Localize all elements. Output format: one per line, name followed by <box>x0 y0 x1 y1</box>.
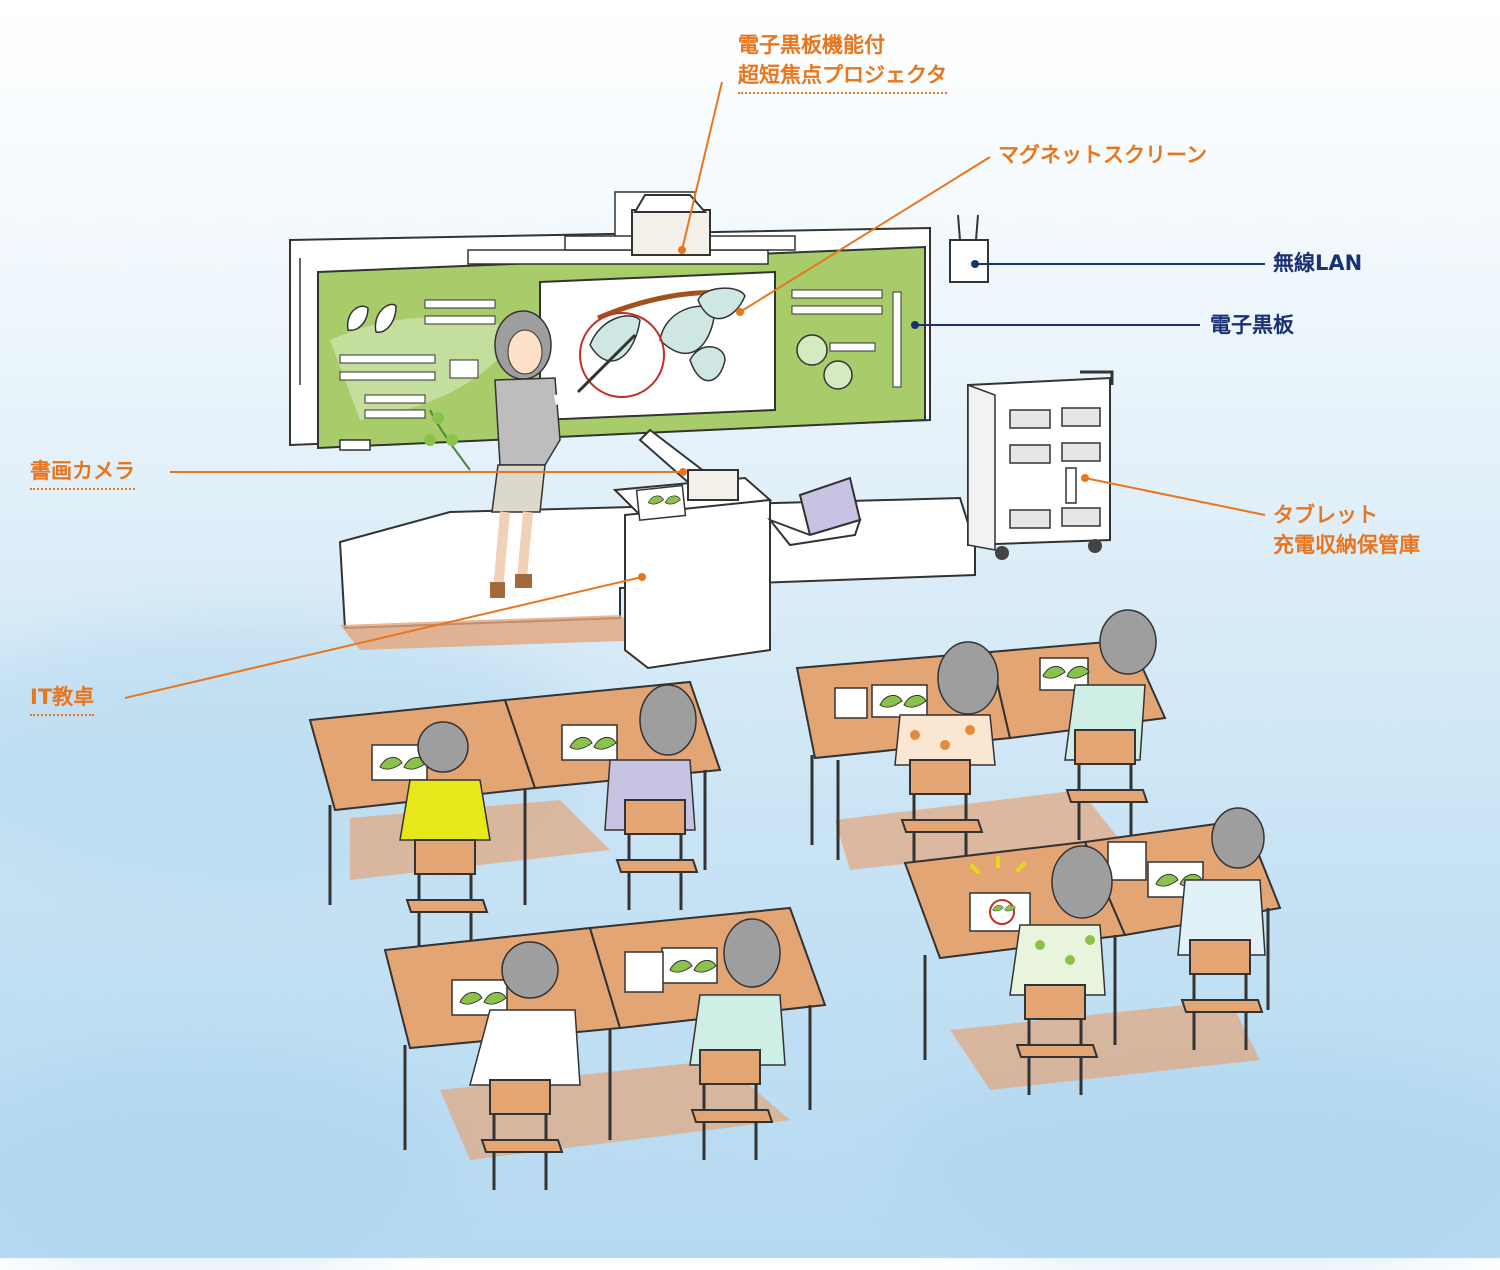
desk-group-right-front <box>795 609 1167 872</box>
teacher <box>424 310 637 598</box>
label-it-desk: IT教卓 <box>30 682 95 716</box>
document-camera <box>638 428 739 501</box>
wifi-router-icon <box>949 214 989 283</box>
laptop <box>766 476 862 547</box>
label-tablet-cabinet: タブレット 充電収納保管庫 <box>1273 500 1420 560</box>
desk-group-right-back <box>903 807 1282 1097</box>
it-desk <box>612 476 773 670</box>
label-projector: 電子黒板機能付 超短焦点プロジェクタ <box>738 30 948 94</box>
magnet-screen <box>539 270 776 422</box>
background-wash <box>0 1050 450 1270</box>
label-document-camera: 書画カメラ <box>30 456 135 490</box>
label-wireless-lan: 無線LAN <box>1273 251 1363 275</box>
desk-group-left-back <box>383 906 827 1192</box>
leader-lines <box>124 81 1266 699</box>
label-tablet-cabinet-line2: 充電収納保管庫 <box>1273 533 1420 557</box>
label-magnet-screen: マグネットスクリーン <box>998 143 1207 167</box>
label-projector-line2: 超短焦点プロジェクタ <box>738 60 948 94</box>
desk-group-left-front <box>308 680 722 952</box>
label-e-blackboard: 電子黒板 <box>1210 313 1294 337</box>
highlight-spark-icon <box>970 856 1026 874</box>
tablet-cabinet <box>967 370 1114 560</box>
label-projector-line1: 電子黒板機能付 <box>738 33 885 57</box>
label-tablet-cabinet-line1: タブレット <box>1273 503 1378 527</box>
projector <box>467 191 796 265</box>
